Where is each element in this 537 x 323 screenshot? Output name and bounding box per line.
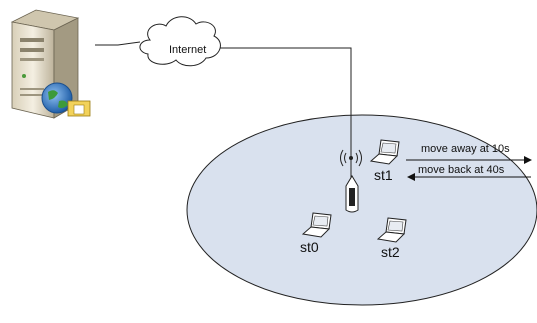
station-label-st1: st1 — [374, 167, 393, 183]
station-label-st0: st0 — [300, 239, 319, 255]
globe-icon — [41, 82, 73, 114]
internet-label: Internet — [169, 44, 207, 56]
laptop-icon — [301, 212, 332, 238]
cloud-ap-link — [215, 47, 352, 180]
laptop-icon — [369, 139, 400, 165]
access-point-icon — [340, 149, 362, 213]
move-back-label: move back at 40s — [418, 164, 505, 176]
laptop-icon — [376, 217, 407, 243]
cloud-icon — [139, 16, 221, 67]
server-cloud-link — [95, 41, 141, 46]
coverage-area — [186, 114, 537, 306]
station-label-st2: st2 — [381, 244, 400, 260]
move-away-label: move away at 10s — [421, 143, 510, 155]
folder-icon — [67, 100, 91, 117]
